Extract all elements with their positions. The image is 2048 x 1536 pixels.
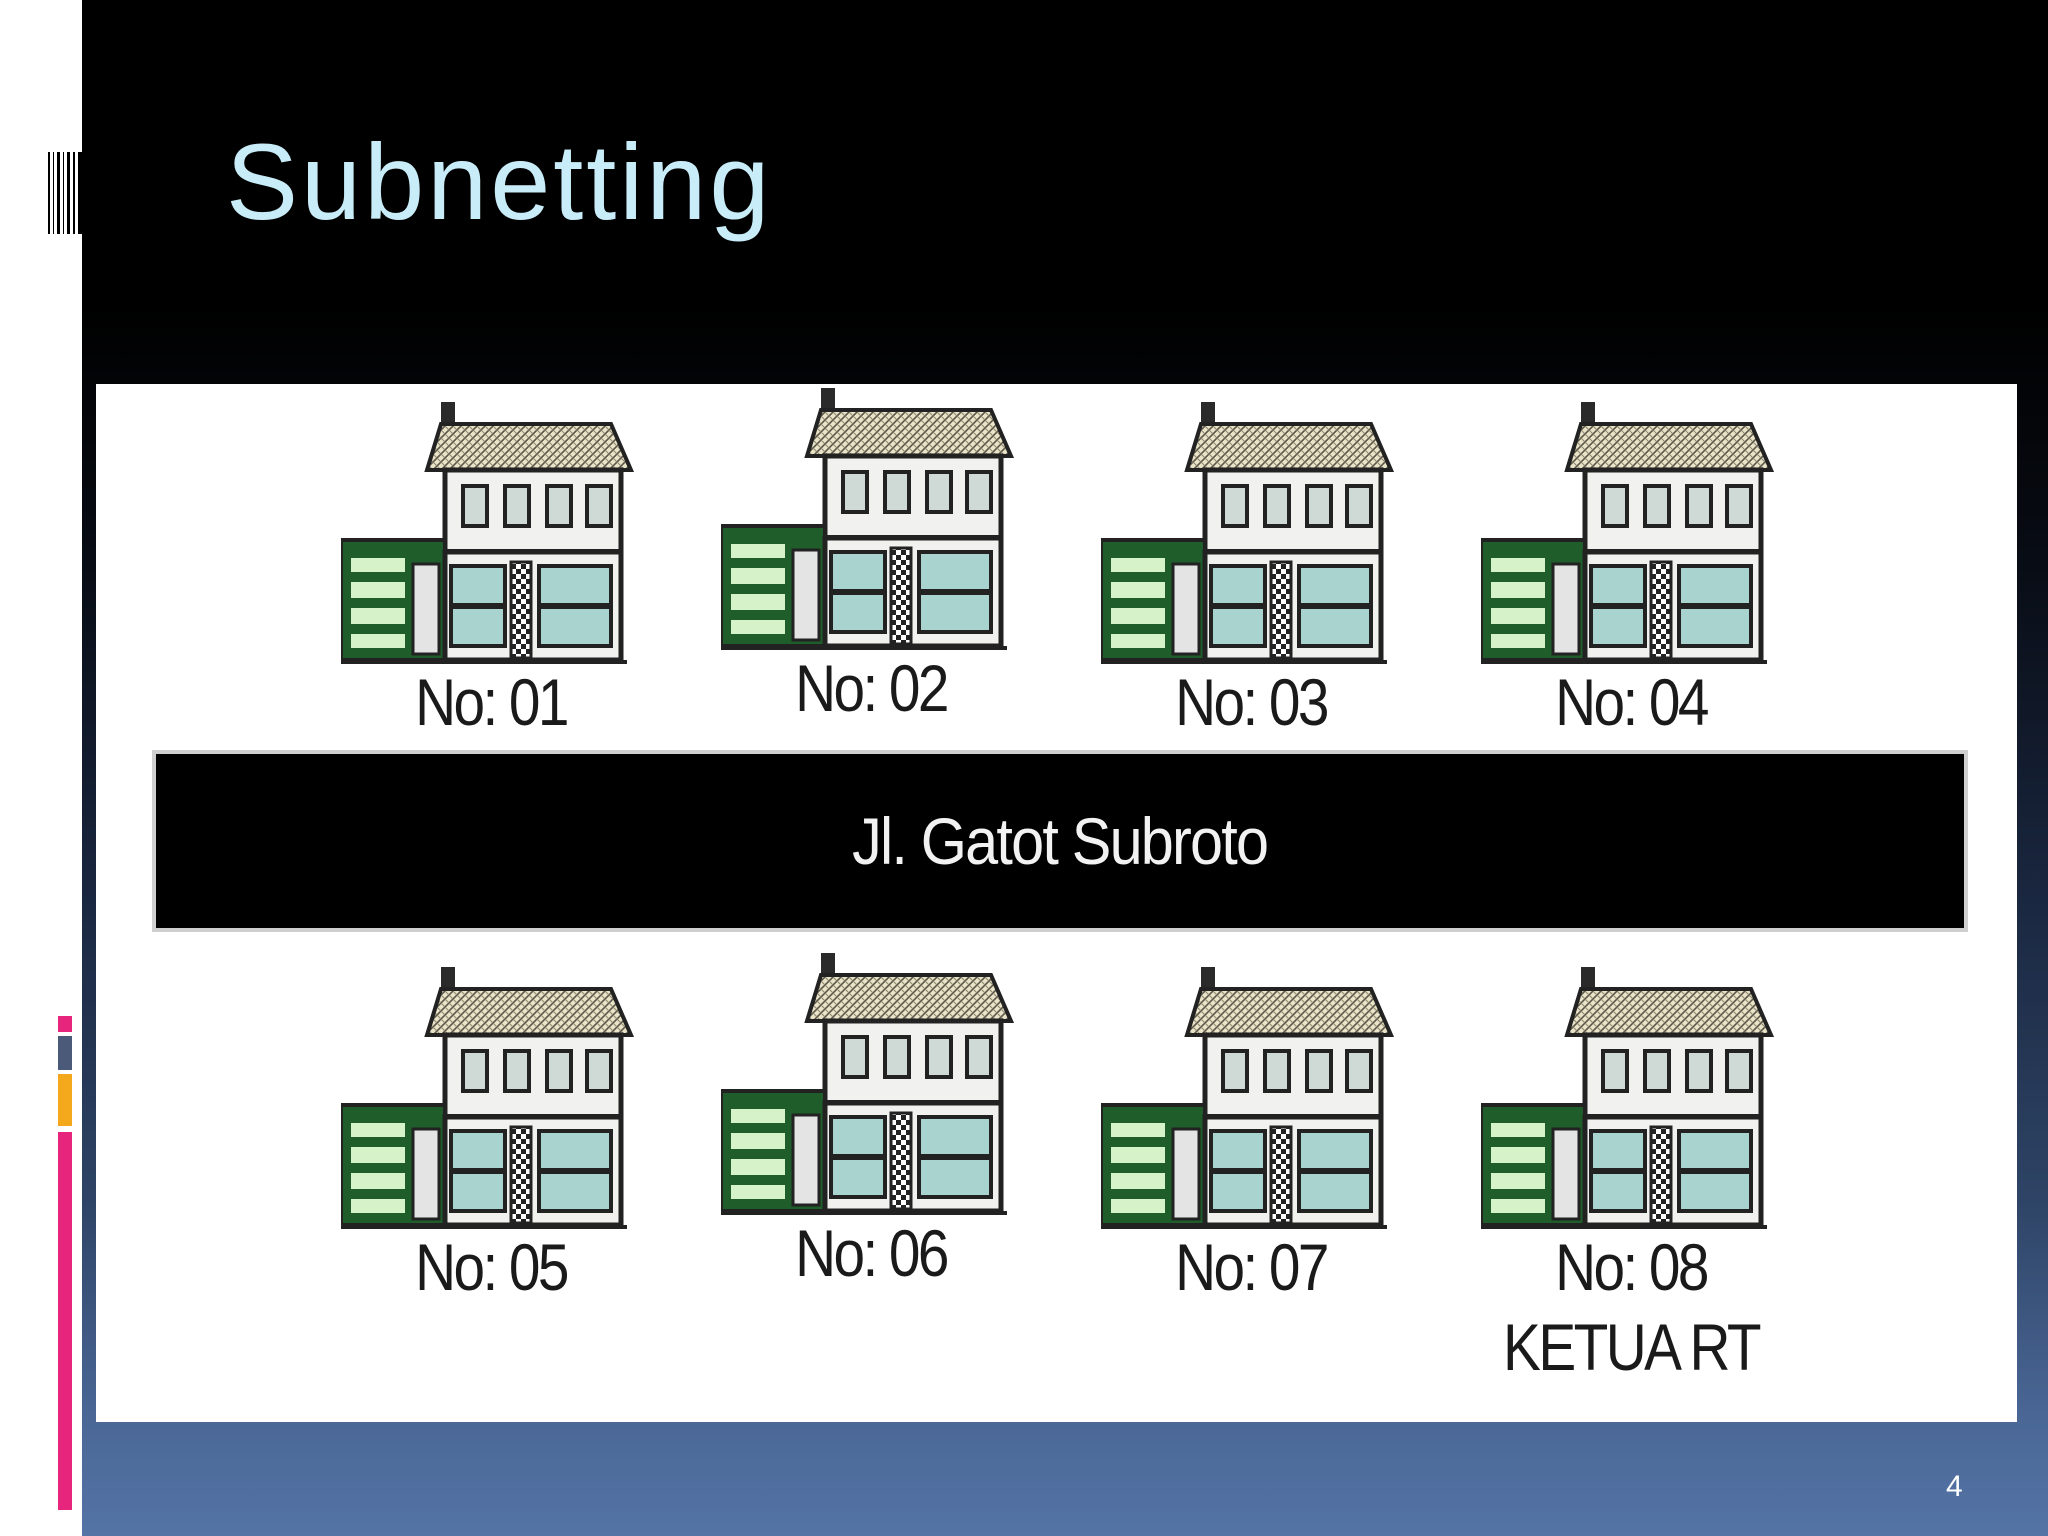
house-icon xyxy=(721,384,1021,655)
house-1: No: 01 xyxy=(341,394,641,764)
slide-title: Subnetting xyxy=(226,121,773,242)
house-number-label: No: 07 xyxy=(1175,1230,1329,1304)
house-5: No: 05 xyxy=(341,959,641,1329)
house-number-label: No: 04 xyxy=(1555,665,1709,739)
house-number-label: No: 01 xyxy=(415,665,569,739)
house-4: No: 04 xyxy=(1481,394,1781,764)
street-name: Jl. Gatot Subroto xyxy=(852,804,1269,878)
street-banner: Jl. Gatot Subroto xyxy=(156,754,1964,928)
house-icon xyxy=(341,959,641,1234)
house-icon xyxy=(1101,959,1401,1234)
accent-bar-slate xyxy=(58,1036,72,1070)
house-icon xyxy=(341,394,641,669)
accent-bar-pink-top xyxy=(58,1016,72,1032)
house-icon xyxy=(1481,394,1781,669)
house-number-label: No: 02 xyxy=(795,651,949,725)
house-3: No: 03 xyxy=(1101,394,1401,764)
house-number-label: No: 06 xyxy=(795,1216,949,1290)
house-number-label: No: 08 xyxy=(1555,1230,1709,1304)
accent-bar-pink xyxy=(58,1132,72,1510)
page-number: 4 xyxy=(1946,1470,1963,1503)
accent-bar-orange xyxy=(58,1074,72,1126)
house-icon xyxy=(1481,959,1781,1234)
house-icon xyxy=(721,945,1021,1220)
house-number-label: No: 03 xyxy=(1175,665,1329,739)
house-2: No: 02 xyxy=(721,384,1021,750)
house-icon xyxy=(1101,394,1401,669)
house-number-label: No: 05 xyxy=(415,1230,569,1304)
decorative-barcode xyxy=(48,152,83,234)
house-7: No: 07 xyxy=(1101,959,1401,1329)
subnetting-illustration: Jl. Gatot Subroto xyxy=(96,384,2017,1422)
house-role-label: KETUA RT xyxy=(1503,1310,1761,1384)
house-6: No: 06 xyxy=(721,945,1021,1315)
